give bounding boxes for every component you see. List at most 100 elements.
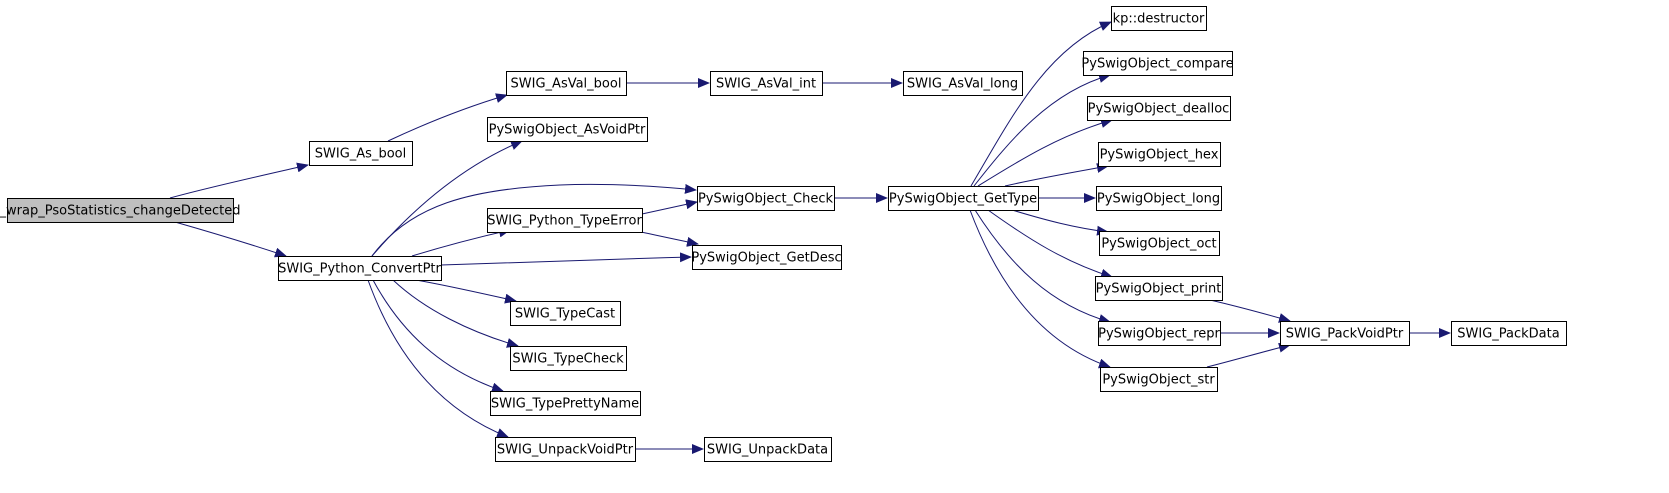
node-box bbox=[1083, 51, 1233, 76]
node-as-bool[interactable]: SWIG_As_bool bbox=[309, 141, 413, 166]
node-box bbox=[7, 198, 234, 223]
node-label: PySwigObject_hex bbox=[1100, 148, 1219, 163]
edge-gettype-to-hex bbox=[1004, 163, 1109, 187]
node-box bbox=[1099, 231, 1220, 256]
edge-arrow bbox=[1004, 163, 1109, 187]
edge-convertptr-to-typecast bbox=[415, 279, 517, 304]
node-box bbox=[487, 208, 643, 233]
edge-gettype-to-compare bbox=[973, 73, 1111, 187]
node-convertptr[interactable]: SWIG_Python_ConvertPtr bbox=[278, 256, 442, 281]
node-repr[interactable]: PySwigObject_repr bbox=[1098, 321, 1221, 346]
edge-arrow bbox=[367, 279, 509, 438]
edge-arrow bbox=[392, 279, 519, 348]
node-asval-bool[interactable]: SWIG_AsVal_bool bbox=[506, 71, 627, 96]
node-asvoidptr[interactable]: PySwigObject_AsVoidPtr bbox=[487, 117, 648, 142]
node-label: PySwigObject_Check bbox=[698, 192, 834, 207]
node-dealloc[interactable]: PySwigObject_dealloc bbox=[1087, 96, 1231, 121]
node-box bbox=[510, 301, 621, 326]
node-hex[interactable]: PySwigObject_hex bbox=[1098, 142, 1221, 167]
node-box bbox=[1111, 6, 1207, 31]
edge-arrow bbox=[974, 209, 1111, 324]
node-asval-int[interactable]: SWIG_AsVal_int bbox=[710, 71, 823, 96]
nodes-layer: _wrap_PsoStatistics_changeDetected SWIG_A… bbox=[0, 6, 1567, 462]
edge-arrow bbox=[969, 209, 1111, 369]
node-typecheck[interactable]: SWIG_TypeCheck bbox=[510, 346, 627, 371]
edge-convertptr-to-prettyname bbox=[372, 279, 504, 393]
edge-arrow bbox=[387, 93, 508, 142]
edge-gettype-to-oct bbox=[1011, 209, 1109, 236]
node-gettype[interactable]: PySwigObject_GetType bbox=[888, 186, 1039, 211]
edge-convertptr-to-getdesc bbox=[440, 252, 692, 266]
edge-arrow bbox=[1011, 209, 1109, 236]
edge-convertptr-to-typeerror bbox=[411, 227, 511, 257]
node-oct[interactable]: PySwigObject_oct bbox=[1099, 231, 1220, 256]
node-label: SWIG_Python_TypeError bbox=[487, 214, 642, 229]
edge-gettype-to-dealloc bbox=[977, 118, 1113, 187]
node-box bbox=[1451, 321, 1567, 346]
edge-arrow bbox=[970, 21, 1112, 187]
edge-arrow bbox=[641, 199, 698, 215]
edge-arrow bbox=[640, 231, 699, 247]
node-box bbox=[506, 71, 627, 96]
node-box bbox=[490, 391, 641, 416]
edge-arrow bbox=[415, 279, 517, 304]
edge-arrow bbox=[371, 183, 697, 257]
edge-convertptr-to-check bbox=[371, 183, 697, 257]
node-label: PySwigObject_GetType bbox=[889, 192, 1037, 207]
edge-convertptr-to-typecheck bbox=[392, 279, 519, 348]
node-label: PySwigObject_AsVoidPtr bbox=[489, 123, 646, 138]
node-prettyname[interactable]: SWIG_TypePrettyName bbox=[490, 391, 641, 416]
node-typecast[interactable]: SWIG_TypeCast bbox=[510, 301, 621, 326]
edge-arrow bbox=[1206, 342, 1291, 368]
node-packdata[interactable]: SWIG_PackData bbox=[1451, 321, 1567, 346]
edge-arrow bbox=[977, 118, 1113, 187]
node-label: PySwigObject_GetDesc bbox=[691, 251, 841, 266]
edge-arrow bbox=[973, 73, 1111, 187]
edge-typeerror-to-check bbox=[641, 199, 698, 215]
node-long[interactable]: PySwigObject_long bbox=[1096, 186, 1222, 211]
node-unpackvoidptr[interactable]: SWIG_UnpackVoidPtr bbox=[495, 437, 636, 462]
edge-gettype-to-print bbox=[987, 209, 1113, 279]
node-label: PySwigObject_long bbox=[1097, 192, 1220, 207]
edge-gettype-to-repr bbox=[974, 209, 1111, 324]
node-box bbox=[704, 437, 832, 462]
node-box bbox=[1098, 321, 1221, 346]
node-box bbox=[495, 437, 636, 462]
node-label: PySwigObject_oct bbox=[1101, 237, 1216, 252]
node-packvoidptr[interactable]: SWIG_PackVoidPtr bbox=[1280, 321, 1410, 346]
node-unpackdata[interactable]: SWIG_UnpackData bbox=[704, 437, 832, 462]
node-print[interactable]: PySwigObject_print bbox=[1095, 276, 1223, 301]
node-box bbox=[1098, 142, 1221, 167]
node-str[interactable]: PySwigObject_str bbox=[1100, 367, 1218, 392]
node-box bbox=[1100, 367, 1218, 392]
node-asval-long[interactable]: SWIG_AsVal_long bbox=[903, 71, 1023, 96]
node-label: SWIG_As_bool bbox=[315, 147, 406, 162]
node-box bbox=[309, 141, 413, 166]
edge-gettype-to-destructor bbox=[970, 21, 1112, 187]
node-box bbox=[1280, 321, 1410, 346]
node-compare[interactable]: PySwigObject_compare bbox=[1081, 51, 1234, 76]
node-typeerror[interactable]: SWIG_Python_TypeError bbox=[487, 208, 643, 233]
node-box bbox=[510, 346, 627, 371]
edge-arrow bbox=[440, 252, 692, 266]
node-check[interactable]: PySwigObject_Check bbox=[697, 186, 835, 211]
node-label: SWIG_TypeCast bbox=[515, 307, 615, 322]
node-box bbox=[278, 256, 442, 281]
node-destructor[interactable]: kp::destructor bbox=[1111, 6, 1207, 31]
node-label: kp::destructor bbox=[1113, 12, 1205, 27]
edge-arrow bbox=[372, 279, 504, 393]
node-label: PySwigObject_print bbox=[1096, 282, 1222, 297]
node-label: PySwigObject_compare bbox=[1081, 57, 1233, 72]
edge-arrow bbox=[1209, 299, 1291, 323]
edge-arrow bbox=[174, 221, 287, 258]
edge-str-to-packvoidptr bbox=[1206, 342, 1291, 368]
node-root[interactable]: _wrap_PsoStatistics_changeDetected bbox=[0, 198, 240, 223]
node-box bbox=[888, 186, 1039, 211]
node-box bbox=[710, 71, 823, 96]
node-box bbox=[1096, 186, 1222, 211]
node-getdesc[interactable]: PySwigObject_GetDesc bbox=[691, 245, 842, 270]
edge-typeerror-to-getdesc bbox=[640, 231, 699, 247]
node-label: SWIG_AsVal_int bbox=[716, 77, 816, 92]
node-label: SWIG_UnpackData bbox=[707, 443, 828, 458]
edge-as_bool-to-asval_bool bbox=[387, 93, 508, 142]
